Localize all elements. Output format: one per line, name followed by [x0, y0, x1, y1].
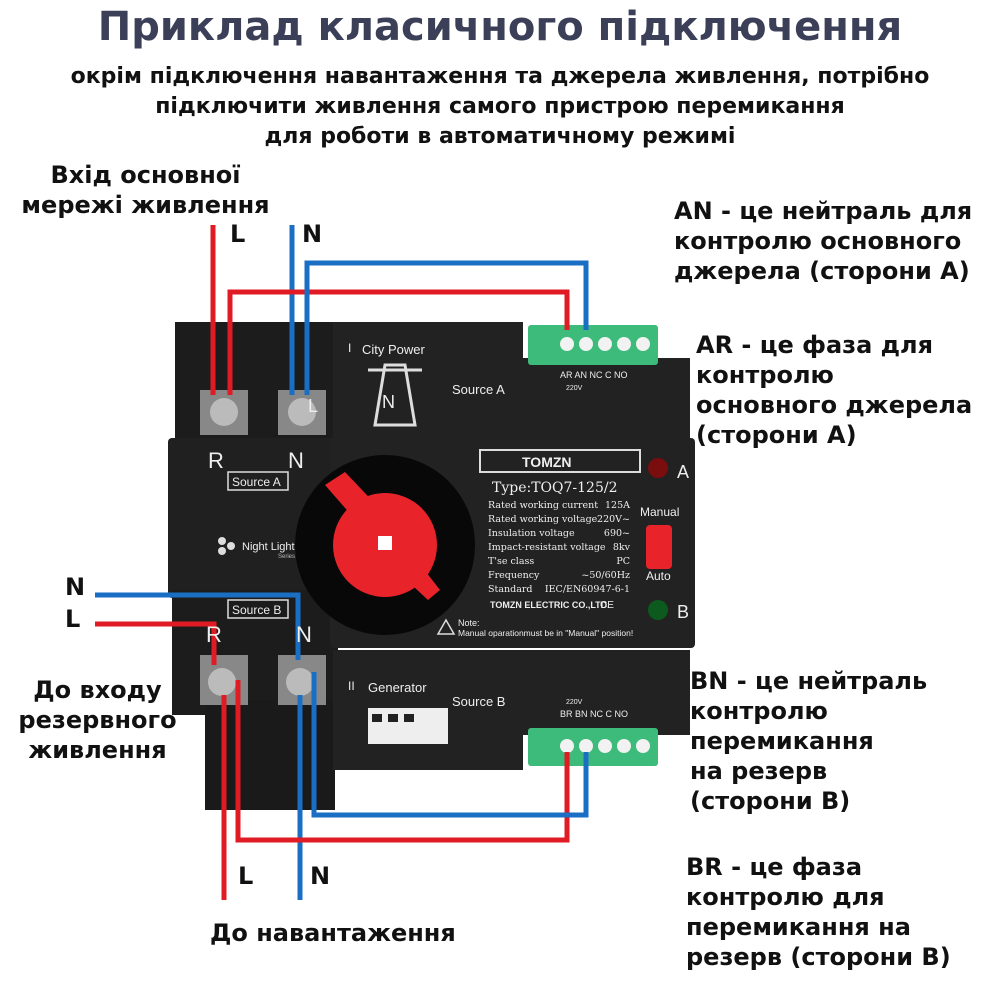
n-letter-bottom: N [296, 622, 312, 647]
reserve-input-caption: До входу резервного живлення [18, 676, 177, 764]
note-label: Note: [458, 618, 480, 628]
terminal-b-voltage: 220V [566, 699, 583, 706]
spec-name: Insulation voltage [488, 528, 575, 539]
note-bn: BN - це нейтраль контролю перемикання на… [690, 667, 928, 815]
l-small-top: L [308, 396, 318, 416]
top-l-label: L [230, 220, 246, 248]
load-caption: До навантаження [210, 919, 456, 947]
spec-name: Standard [488, 584, 532, 595]
spec-value: IEC/EN60947-6-1 [545, 584, 630, 595]
indicator-a-label: A [677, 462, 689, 482]
auto-label: Auto [646, 569, 671, 583]
spec-name: Rated working voltage [488, 514, 598, 525]
spec-name: Impact-resistant voltage [488, 542, 606, 553]
terminal-a-labels: AR AN NC C NO [560, 370, 628, 380]
note-ar: AR - це фаза для контролю основного джер… [696, 331, 973, 449]
spec-name: Frequency [488, 570, 540, 581]
r-letter-top: R [208, 448, 224, 473]
main-input-caption: Вхід основної мережі живлення [21, 161, 270, 219]
spec-value: PC [616, 556, 630, 567]
company-label: TOMZN ELECTRIC CO.,LTD. [490, 600, 610, 610]
spec-value: 125A [605, 500, 630, 511]
spec-value: 8kv [613, 542, 631, 553]
r-letter-bottom: R [206, 622, 222, 647]
generator-label: Generator [368, 680, 427, 695]
ce-mark: CE [600, 600, 614, 611]
spec-value: ~50/60Hz [581, 570, 630, 581]
n-small-tower: N [382, 392, 395, 412]
switch-device [168, 322, 695, 810]
source-b-tag: Source B [232, 603, 281, 617]
city-power-label: City Power [362, 342, 426, 357]
spec-list: Rated working current 125A Rated working v… [488, 500, 631, 595]
brand-label: TOMZN [522, 454, 572, 470]
note-an: AN - це нейтраль для контролю основного … [674, 197, 973, 285]
city-mark: I [348, 341, 351, 355]
terminal-b-labels: BR BN NC C NO [560, 709, 628, 719]
type-label: Type:TOQ7-125/2 [492, 480, 618, 496]
wires [95, 225, 589, 900]
load-n-label: N [310, 862, 331, 890]
device-labels: R N R N L N Source A Source B Night Ligh… [206, 341, 689, 719]
manual-label: Manual [640, 505, 679, 519]
spec-name: T'se class [488, 556, 534, 567]
spec-value: 690~ [604, 528, 630, 539]
source-b-label: Source B [452, 694, 505, 709]
spec-value: 220V~ [597, 514, 630, 525]
terminal-a-voltage: 220V [566, 385, 583, 392]
series-text: Series [278, 554, 295, 560]
source-a-tag: Source A [232, 475, 281, 489]
reserve-n-label: N [65, 573, 86, 601]
n-letter-top: N [288, 448, 304, 473]
spec-name: Rated working current [488, 500, 598, 511]
note-br: BR - це фаза контролю для перемикання на… [686, 853, 951, 971]
reserve-l-label: L [65, 605, 81, 633]
gen-mark: II [348, 679, 355, 693]
source-a-label: Source A [452, 382, 505, 397]
load-l-label: L [238, 862, 254, 890]
top-n-label: N [302, 220, 323, 248]
night-light-text: Night Light [242, 541, 295, 553]
note-text: Manual oparationmust be in "Manual" posi… [458, 628, 633, 638]
indicator-b-label: B [677, 602, 689, 622]
page-title: Приклад класичного підключення [97, 4, 903, 50]
page-subtitle: окрім підключення навантаження та джерел… [70, 64, 930, 149]
